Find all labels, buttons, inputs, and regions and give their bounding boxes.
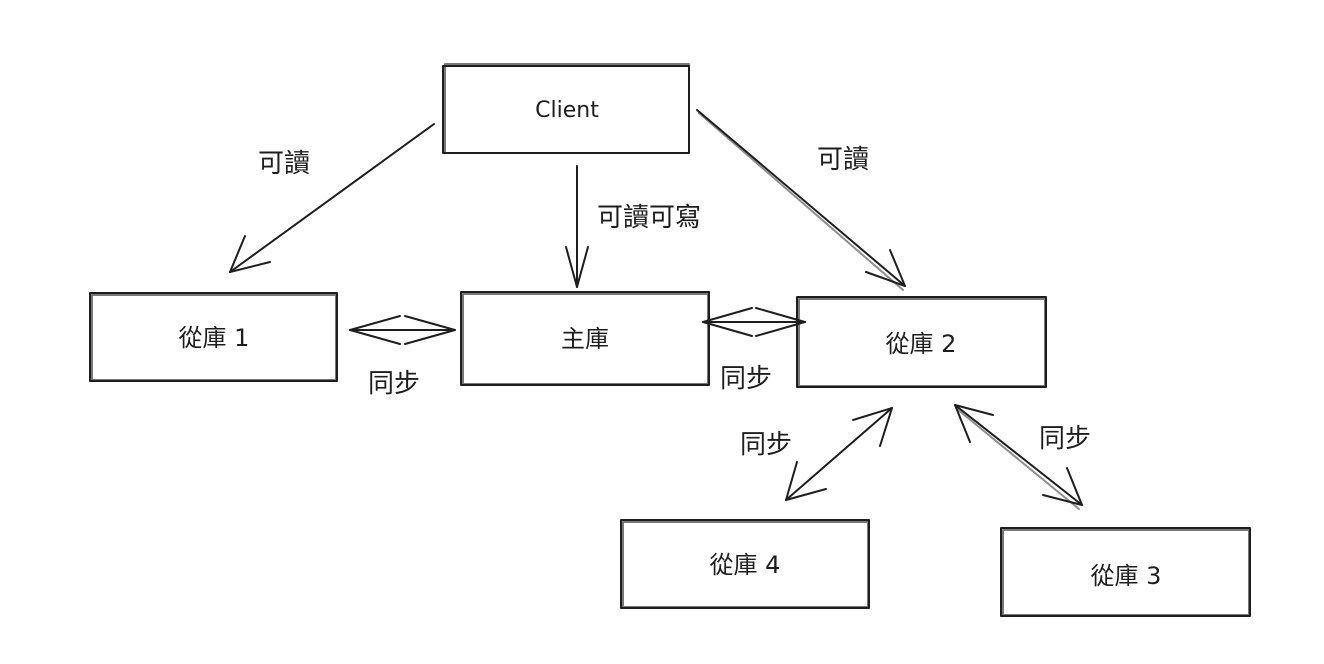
edge-client-slave2 [696,109,906,291]
arrowhead-slave2 [865,249,906,287]
arrowhead-master [565,246,589,288]
label-client-slave2: 可讀 [817,145,869,175]
master-label: 主庫 [561,325,609,353]
arrow-client-slave2-double [698,112,904,291]
label-client-slave1: 可讀 [258,149,310,179]
edge-master-slave2 [702,307,806,337]
slave1-node: 從庫 1 [89,292,338,382]
slave2-label: 從庫 2 [886,330,957,358]
edge-slave1-master [349,315,456,345]
label-slave2-slave3-sync: 同步 [1039,424,1091,454]
arrow-client-slave2 [696,109,906,287]
sync-arrow-slave2-slave3 [954,404,1083,506]
client-node: Client [442,63,690,154]
arrowhead-slave1 [229,235,271,273]
slave3-label: 從庫 3 [1091,562,1162,590]
slave3-node: 從庫 3 [1000,527,1251,617]
edge-client-master [565,165,589,288]
slave4-node: 從庫 4 [620,519,870,609]
arrow-client-slave1 [229,123,435,273]
label-slave1-master-sync: 同步 [368,369,420,399]
slave2-node: 從庫 2 [796,296,1047,388]
edge-client-slave1 [229,123,435,273]
sync-arrow-slave2-slave4 [785,407,893,501]
label-slave2-slave4-sync: 同步 [740,430,792,460]
edge-slave2-slave3 [954,404,1083,510]
client-label: Client [535,98,599,123]
label-master-slave2-sync: 同步 [720,364,772,394]
edge-slave2-slave4 [785,407,893,501]
label-client-master: 可讀可寫 [597,203,701,233]
slave1-label: 從庫 1 [179,324,250,352]
slave4-label: 從庫 4 [710,551,781,579]
master-node: 主庫 [460,291,710,386]
